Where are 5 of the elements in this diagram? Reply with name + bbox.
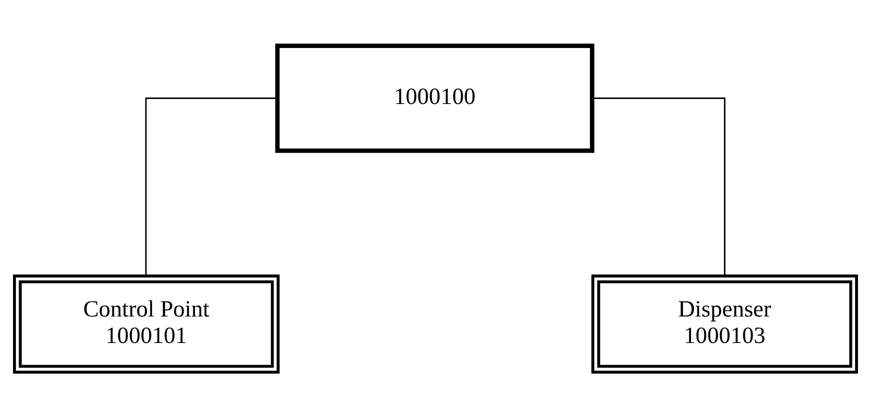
node-box: 1000100: [275, 44, 594, 153]
connector: [592, 98, 726, 276]
node-box: Control Point 1000101: [13, 274, 280, 374]
connector: [145, 98, 278, 276]
node-box: Dispenser 1000103: [591, 274, 858, 374]
